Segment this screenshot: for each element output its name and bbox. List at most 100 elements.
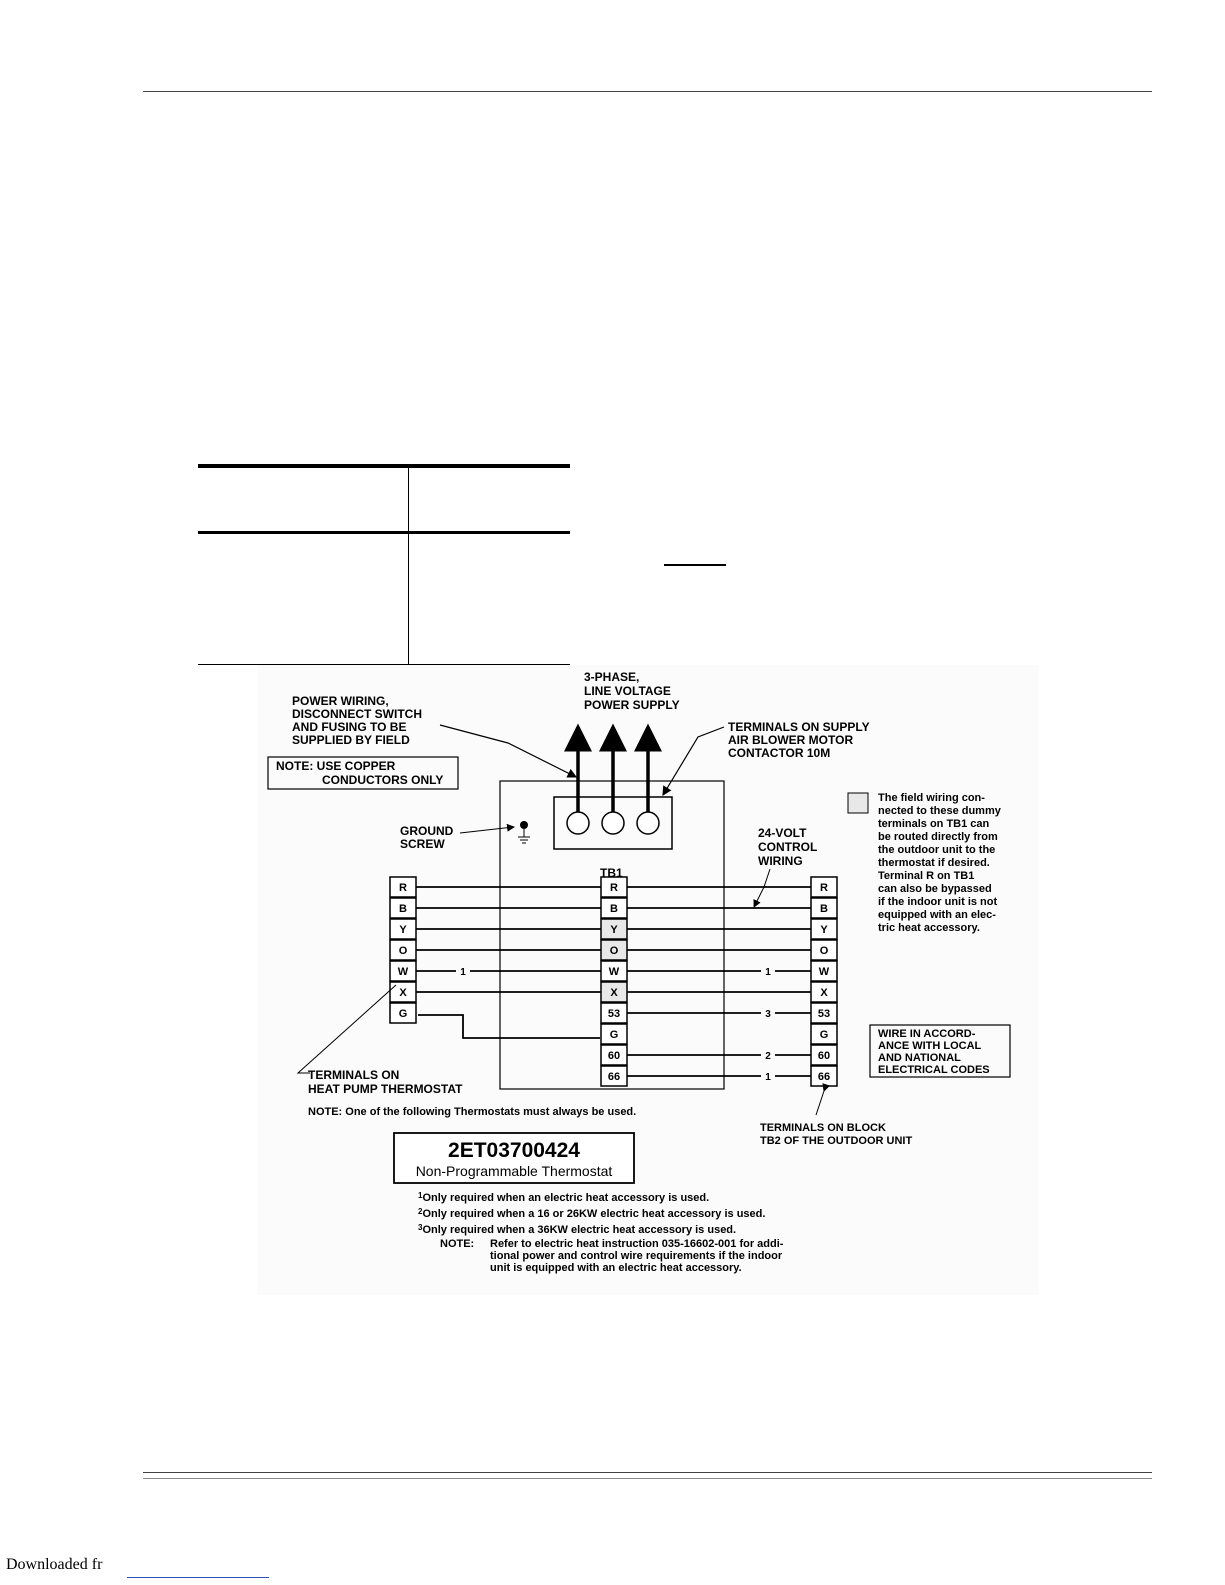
dummy-note-line: the outdoor unit to the [878,844,995,856]
table-column-divider [408,466,409,665]
ground-callout: GROUND SCREW [400,824,454,851]
footer-downloaded: Downloaded fr [6,1556,103,1573]
wire-codes-line: WIRE IN ACCORD- [878,1028,976,1040]
tb1-terminal-label: Y [610,924,618,936]
underline-mark [664,564,726,566]
contactor-terminal [636,811,660,835]
contactor-terminal [566,811,590,835]
dummy-note-line: thermostat if desired. [878,857,990,869]
wire-mark: 3 [765,1009,771,1020]
final-note-line: Refer to electric heat instruction 035-1… [490,1238,784,1250]
tb1-terminal [600,960,628,982]
footnote-number: 3 [418,1223,423,1232]
g-wire [418,1014,600,1039]
thermostat-terminal-label: G [399,1008,408,1020]
tb1-terminal-label: 66 [608,1071,620,1083]
block-leader [815,1083,831,1116]
dummy-terminal-note: The field wiring con- nected to these du… [878,792,1002,934]
thermostat-terminal-label: W [398,966,409,978]
power-wiring-line: SUPPLIED BY FIELD [292,733,410,747]
footnote: 1Only required when an electric heat acc… [418,1191,709,1204]
table-header-border [198,531,570,534]
dummy-note-line: can also be bypassed [878,883,992,895]
ground-leader [459,823,515,834]
bottom-rule [143,1472,1152,1473]
tb2-terminal-label: 53 [818,1008,830,1020]
tb2-terminal [810,876,838,898]
contactor-terminal [601,811,625,835]
power-wiring-line: POWER WIRING, [292,694,389,708]
thermostat-terminal [389,918,417,940]
dummy-note-line: be routed directly from [878,831,998,843]
contactor-line: CONTACTOR 10M [728,746,830,760]
thermostat-requirement-note: NOTE: One of the following Thermostats m… [308,1106,636,1118]
dummy-terminal-legend [847,792,869,814]
wire-codes-line: AND NATIONAL [878,1052,961,1064]
tb2-terminal-label: G [820,1029,829,1041]
dummy-note-line: terminals on TB1 can [878,818,990,830]
wire-mark-bg [761,1070,775,1082]
copper-note-box [267,756,459,790]
footnote-number: 1 [418,1191,423,1200]
tb1-terminal [600,1065,628,1087]
tb2-terminal [810,939,838,961]
ground-icon [518,821,530,844]
wire-codes-line: ELECTRICAL CODES [878,1064,990,1076]
three-phase-line: POWER SUPPLY [584,698,680,712]
block-terminals-line: TB2 OF THE OUTDOOR UNIT [760,1135,912,1147]
tb2-terminal [810,1044,838,1066]
wire-mark: 1 [460,967,466,978]
thermostat-terminal [389,876,417,898]
contactor-line: AIR BLOWER MOTOR [728,733,853,747]
tb1-terminal [600,918,628,940]
ground-line: GROUND [400,824,454,838]
final-note-line: tional power and control wire requiremen… [490,1250,783,1262]
table-top-border [198,464,570,468]
contactor-leader [662,726,725,797]
thermostat-terminal [389,939,417,961]
thermostat-terminal [389,960,417,982]
power-wiring-line: DISCONNECT SWITCH [292,707,422,721]
three-phase-callout: 3-PHASE, LINE VOLTAGE POWER SUPPLY [584,670,680,712]
footer-link[interactable] [127,1577,269,1578]
thermostat-terminal-label: X [399,987,407,999]
dummy-note-line: equipped with an elec- [878,909,996,921]
control-wiring-line: CONTROL [758,840,817,854]
tb2-terminal [810,1023,838,1045]
ground-line: SCREW [400,837,445,851]
power-wiring-callout: POWER WIRING, DISCONNECT SWITCH AND FUSI… [292,694,422,747]
three-phase-line: LINE VOLTAGE [584,684,671,698]
tb1-terminal-label: 60 [608,1050,620,1062]
thermostat-terminals-callout: TERMINALS ON HEAT PUMP THERMOSTAT [308,1068,463,1096]
footnote-text: Only required when an electric heat acce… [422,1192,709,1204]
tb1-terminal [600,876,628,898]
thermostat-terminal [389,1002,417,1024]
wire-mark: 2 [765,1051,771,1062]
copper-note: NOTE: USE COPPER CONDUCTORS ONLY [276,759,443,787]
dummy-note-line: Terminal R on TB1 [878,870,974,882]
control-wiring-line: 24-VOLT [758,826,807,840]
footnote: 2Only required when a 16 or 26KW electri… [418,1207,765,1220]
contactor-callout: TERMINALS ON SUPPLY AIR BLOWER MOTOR CON… [728,720,870,760]
control-wiring-leader [753,868,771,908]
wire-mark: 1 [765,967,771,978]
tb2-terminal-label: R [820,882,828,894]
model-box [393,1132,635,1184]
tb1-terminal-label: X [610,987,618,999]
wire-codes-note: WIRE IN ACCORD- ANCE WITH LOCAL AND NATI… [878,1028,990,1076]
model-name: Non-Programmable Thermostat [416,1163,613,1179]
final-note-line: unit is equipped with an electric heat a… [490,1262,742,1274]
table-bottom-border [198,664,570,665]
tb2-terminal-label: W [819,966,830,978]
copper-note-line: CONDUCTORS ONLY [322,773,443,787]
tb2-terminal-label: B [820,903,828,915]
thermostat-terminal-label: Y [399,924,407,936]
power-wiring-leader [439,724,578,778]
footnote-number: 2 [418,1207,423,1216]
dummy-note-line: nected to these dummy [878,805,1002,817]
dummy-note-line: tric heat accessory. [878,922,980,934]
tb1-terminal [600,981,628,1003]
tb2-terminal [810,981,838,1003]
wire-mark-bg [456,965,470,977]
